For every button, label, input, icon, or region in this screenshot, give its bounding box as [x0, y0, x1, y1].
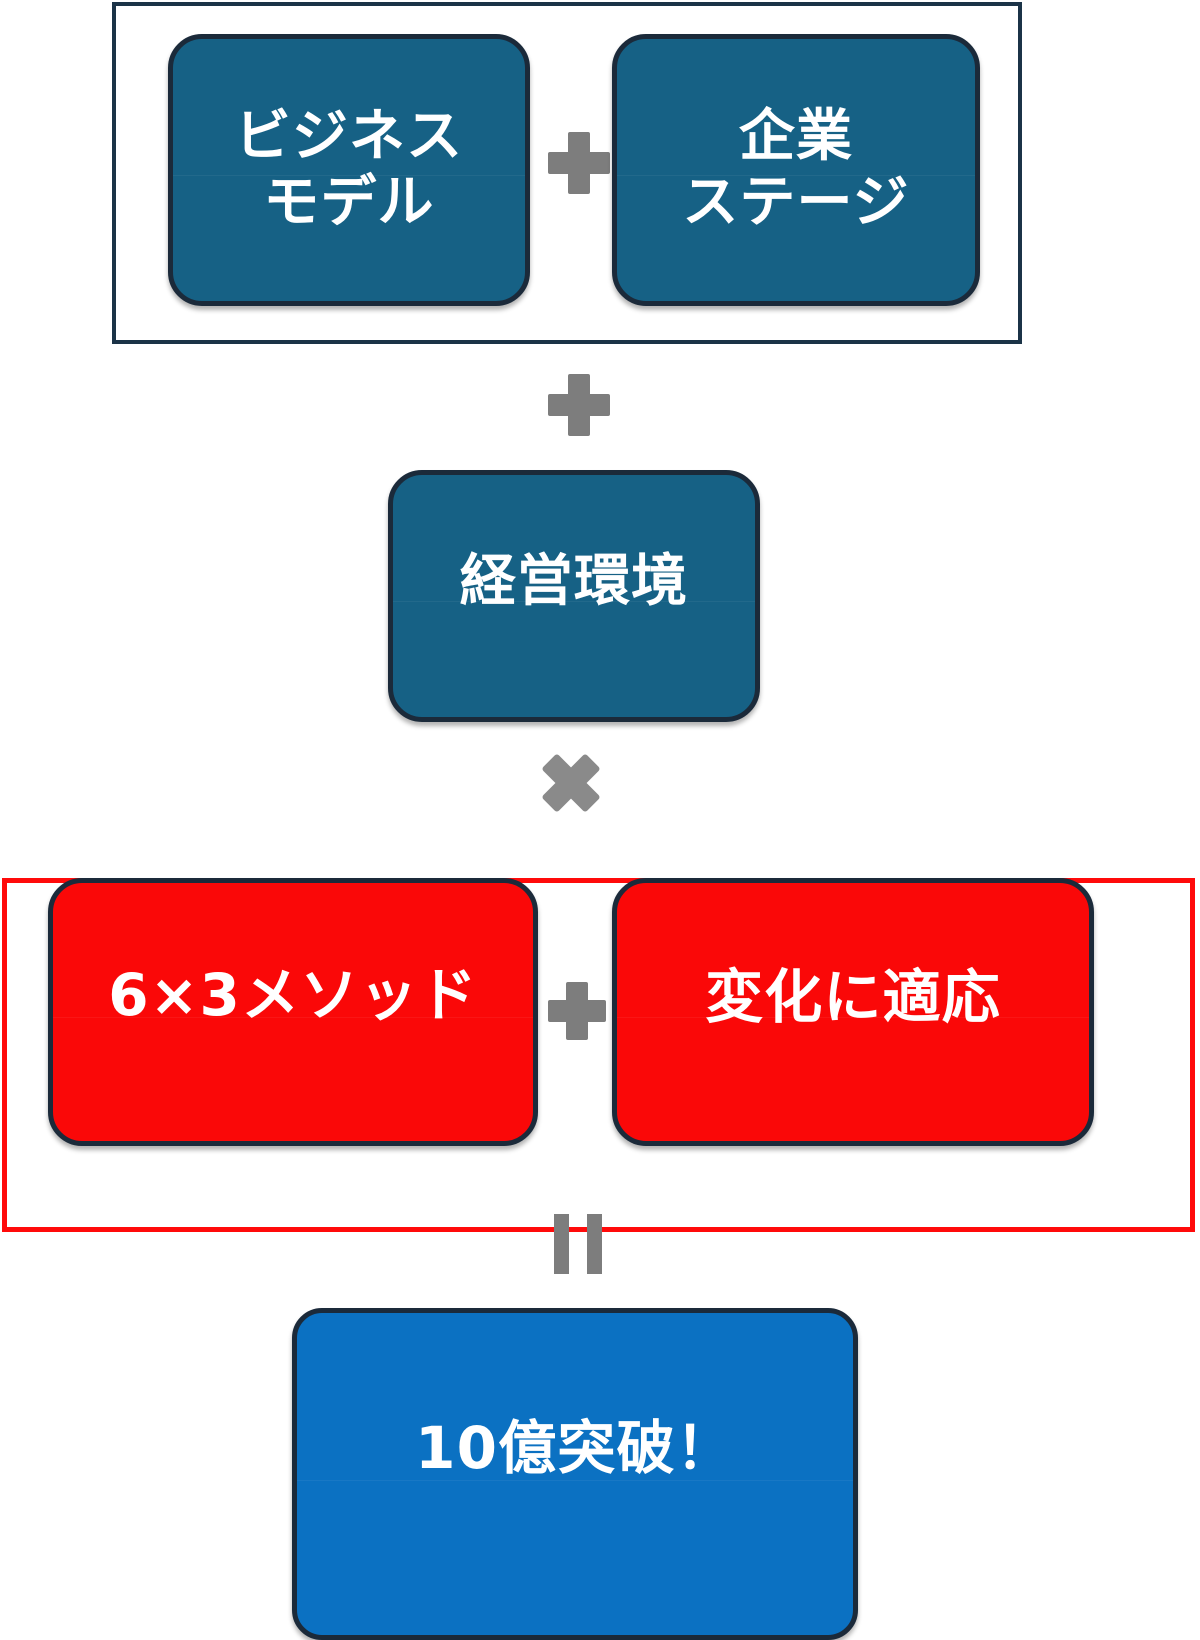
plus-operator-icon: [548, 982, 606, 1040]
plus-operator-icon: [548, 374, 610, 436]
node-6x3-method[interactable]: 6×3メソッド: [48, 878, 538, 1146]
node-business-model[interactable]: ビジネス モデル: [168, 34, 530, 306]
business-inputs-group: [112, 2, 1022, 344]
node-adapt-to-change[interactable]: 変化に適応: [612, 878, 1094, 1146]
plus-operator-icon: [548, 132, 610, 194]
equals-operator-icon: [554, 1214, 602, 1274]
node-company-stage[interactable]: 企業 ステージ: [612, 34, 980, 306]
multiply-operator-icon: [527, 739, 615, 827]
node-result-one-billion[interactable]: 10億突破！: [292, 1308, 858, 1640]
node-management-environment[interactable]: 経営環境: [388, 470, 760, 722]
